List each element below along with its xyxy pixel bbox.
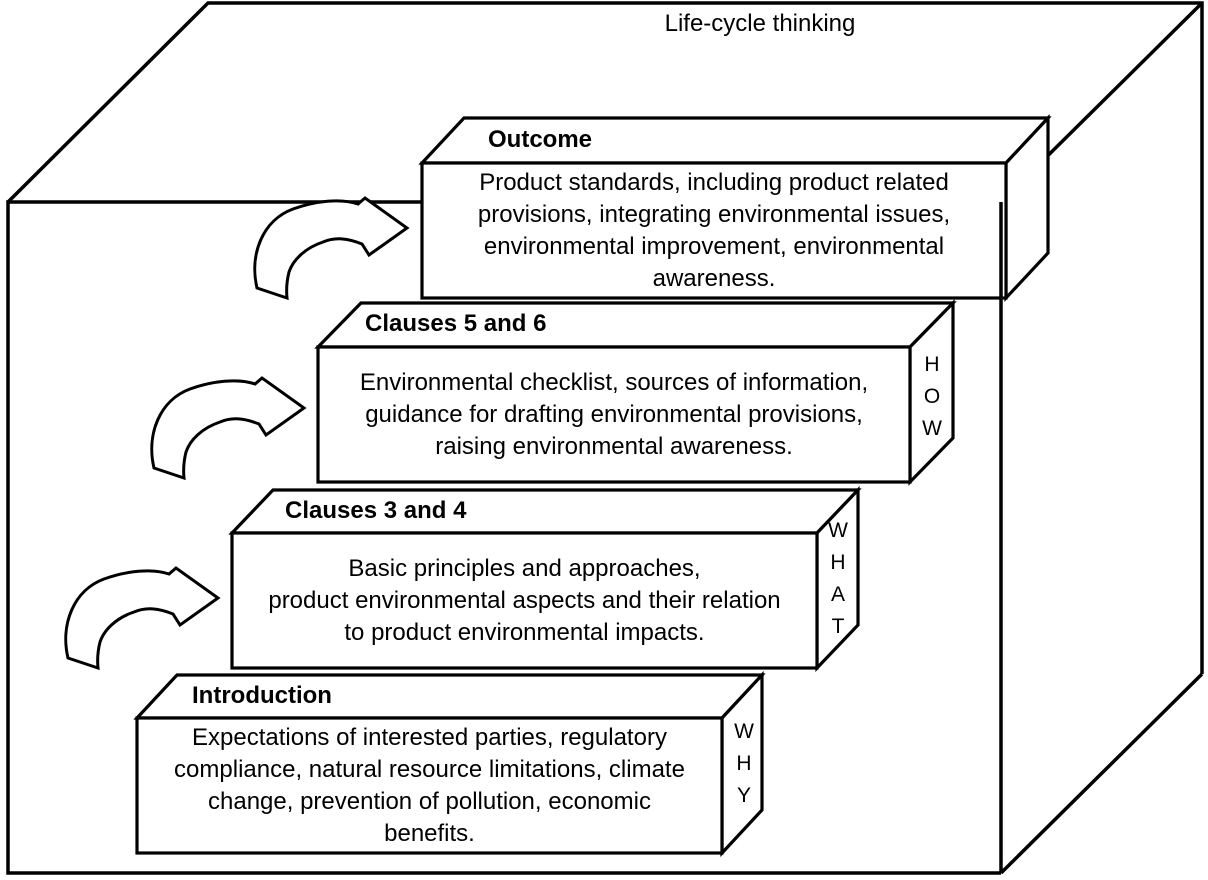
slab-title-introduction: Introduction [192,682,332,709]
outer-box-bottom-right-diagonal [999,672,1204,875]
slab-front-face [230,531,819,670]
slab-body-introduction: Expectations of interested parties, regu… [174,723,685,847]
slab-front-face [135,716,724,855]
slab-clauses-3-and-4 [228,486,862,672]
slab-clauses-5-and-6 [314,299,957,486]
slab-front-face [316,345,912,484]
slab-outcome [418,113,1052,303]
side-word-why: W H Y [734,720,754,807]
side-word-what: W H A T [828,519,848,638]
slab-title-clauses-3-and-4: Clauses 3 and 4 [285,497,467,524]
slab-body-clauses-5-and-6: Environmental checklist, sources of info… [359,368,869,460]
slab-body-outcome: Product standards, including product rel… [477,168,951,292]
curved-arrow-icon [64,566,221,671]
curved-arrow-icon [253,196,410,301]
slab-introduction [133,670,766,858]
slab-body-clauses-3-and-4: Basic principles and approaches, product… [268,554,781,646]
outer-box-top-face [6,1,1204,674]
slab-front-face [420,161,1008,300]
slab-title-outcome: Outcome [488,126,593,153]
top-label: Life-cycle thinking [664,10,856,37]
slab-title-clauses-5-and-6: Clauses 5 and 6 [365,310,547,337]
side-word-how: H O W [922,353,942,440]
curved-arrow-icon [150,376,307,481]
